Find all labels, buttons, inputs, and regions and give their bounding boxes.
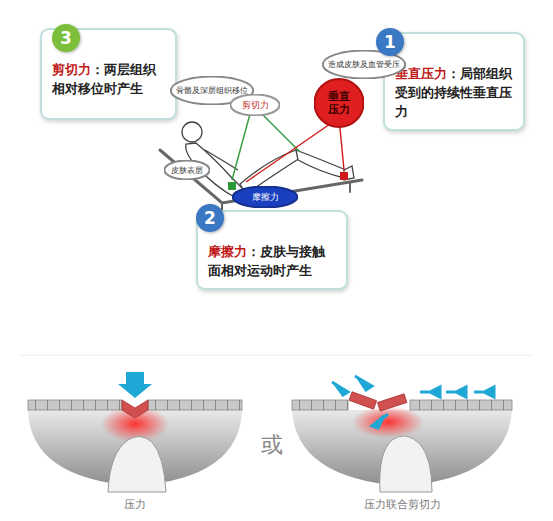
pressure-illustration bbox=[28, 372, 242, 492]
node-heading: 骨骼及深层组织移位 bbox=[176, 86, 248, 95]
node-heading: 剪切力 bbox=[242, 99, 269, 112]
figure-caption: 压力联合剪切力 bbox=[364, 497, 441, 512]
force-circle: 垂直压力 bbox=[314, 78, 364, 128]
figure-caption: 压力 bbox=[124, 497, 146, 512]
conjunction-text: 或 bbox=[261, 430, 283, 460]
shear-mark bbox=[228, 182, 236, 190]
force-oval: 剪切力 bbox=[230, 94, 280, 116]
callout-number: 2 bbox=[196, 204, 224, 232]
note-cloud: 皮肤表层 bbox=[164, 160, 210, 180]
node-heading: 摩擦力 bbox=[252, 191, 279, 204]
shear-illustration bbox=[292, 376, 512, 492]
pressure-arrow bbox=[118, 372, 152, 398]
callout-number: 3 bbox=[52, 24, 80, 52]
callout-box: 垂直压力：局部组织受到的持续性垂直压力 bbox=[383, 32, 525, 131]
node-heading: 剪切力 bbox=[52, 62, 91, 77]
node-heading: 造成皮肤及血管受压 bbox=[328, 60, 400, 69]
force-ellipse: 摩擦力 bbox=[232, 186, 298, 208]
node-heading: 垂直压力 bbox=[327, 90, 351, 116]
node-heading: 摩擦力 bbox=[208, 244, 247, 259]
separator bbox=[20, 355, 533, 356]
node-heading: 皮肤表层 bbox=[171, 166, 203, 175]
pressure-mark bbox=[340, 172, 348, 180]
callout-number: 1 bbox=[376, 28, 404, 56]
